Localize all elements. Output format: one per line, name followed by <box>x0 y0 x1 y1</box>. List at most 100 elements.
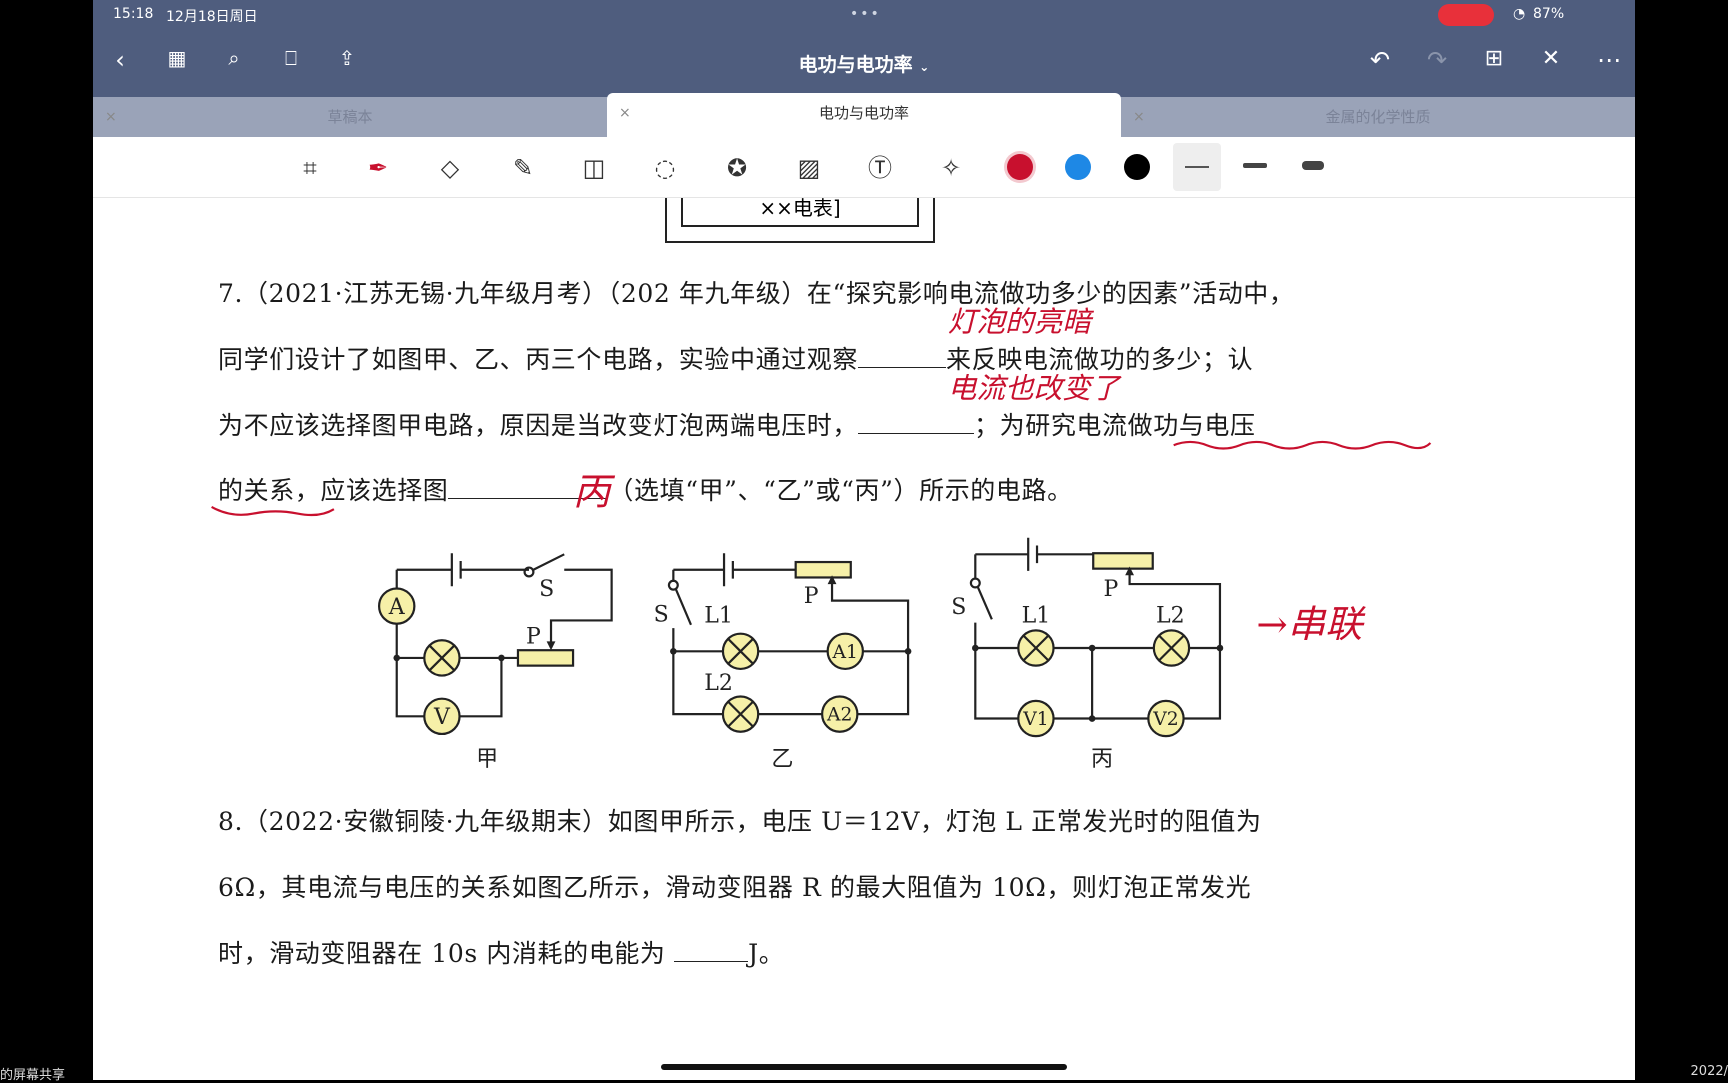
label-voltmeter: V <box>433 705 451 730</box>
add-page-icon[interactable]: ⊞ <box>1484 46 1504 71</box>
date-fragment: 2022/ <box>1690 1064 1728 1079</box>
status-time: 15:18 <box>113 6 154 22</box>
color-blue[interactable] <box>1065 154 1091 180</box>
circuit-jia <box>377 553 613 736</box>
search-icon[interactable]: ⌕ <box>228 46 240 70</box>
q7-line2: 同学们设计了如图甲、乙、丙三个电路，实验中通过观察来反映电流做功的多少；认 <box>218 340 1253 376</box>
image-icon[interactable]: ▨ <box>797 154 821 182</box>
multitask-dots[interactable]: ••• <box>850 6 881 22</box>
redo-icon[interactable]: ↷ <box>1426 46 1448 74</box>
laser-pointer-icon[interactable]: ✧ <box>940 154 962 182</box>
shapes-icon[interactable]: ◫ <box>582 154 606 182</box>
wifi-icon: ◔ <box>1513 6 1526 22</box>
collapse-icon[interactable]: ✕ <box>1541 46 1561 71</box>
tab-chemistry[interactable]: × 金属的化学性质 <box>1121 97 1635 137</box>
document-title[interactable]: 电功与电功率 ⌄ <box>93 50 1635 77</box>
label-l2: L2 <box>1156 604 1185 629</box>
tool-bar: ⌗ ✒ ◇ ✎ ◫ ◌ ✪ ▨ Ⓣ ✧ <box>93 137 1635 198</box>
handwritten-annotations: 灯泡的亮暗 电流也改变了 丙 →串联 <box>573 305 1366 646</box>
circuit-yi <box>667 553 910 733</box>
title-text: 电功与电功率 <box>798 54 913 76</box>
sticker-icon[interactable]: ✪ <box>726 154 748 182</box>
label-a1: A1 <box>832 642 858 663</box>
tab-scratch[interactable]: × 草稿本 <box>93 97 607 137</box>
undo-icon[interactable]: ↶ <box>1369 46 1391 74</box>
circuit-bing <box>969 537 1222 738</box>
eraser-icon[interactable]: ◇ <box>440 154 460 182</box>
text: 时，滑动变阻器在 10s 内消耗的电能为 <box>218 939 675 968</box>
q7-line1: 7.（2021·江苏无锡·九年级月考）（202 年九年级）在“探究影响电流做功多… <box>218 279 1295 308</box>
share-icon[interactable]: ⇪ <box>338 46 356 70</box>
grid-icon[interactable]: ▦ <box>167 46 187 70</box>
q7-line3: 为不应该选择图甲电路，原因是当改变灯泡两端电压时， ；为研究电流做功与电压 <box>218 406 1256 442</box>
chevron-down-icon: ⌄ <box>919 60 930 74</box>
document-page[interactable]: ××电表] 7.（2021·江苏无锡·九年级月考）（202 年九年级）在“探究影… <box>93 198 1635 1080</box>
zoom-handwriting-icon[interactable]: ⌗ <box>303 154 317 182</box>
lasso-icon[interactable]: ◌ <box>654 154 676 182</box>
label-slider: P <box>804 584 819 609</box>
label-slider: P <box>526 625 541 650</box>
q8-line1: 8.（2022·安徽铜陵·九年级期末）如图甲所示，电压 U＝12V，灯泡 L 正… <box>218 807 1262 836</box>
text: 为不应该选择图甲电路，原因是当改变灯泡两端电压时， <box>218 411 859 440</box>
label-switch: S <box>654 603 669 628</box>
annotation-series: →串联 <box>1256 602 1366 646</box>
caption-yi: 乙 <box>771 747 793 772</box>
answer-blank-4[interactable] <box>674 940 749 962</box>
app-window: 15:18 12月18日周日 ••• ◔ 87% ‹ ▦ ⌕ ⎕ ⇪ 电功与电功… <box>93 0 1635 1080</box>
text: ；为研究电流做功与电压 <box>974 411 1256 440</box>
annotation-current-changes: 电流也改变了 <box>948 371 1122 405</box>
stroke-thin[interactable] <box>1173 143 1221 191</box>
stroke-thick[interactable] <box>1302 161 1324 170</box>
tab-bar: × 草稿本 × 电功与电功率 × 金属的化学性质 <box>93 93 1635 137</box>
answer-blank-1[interactable] <box>858 346 947 368</box>
close-icon[interactable]: × <box>619 105 631 121</box>
label-l2: L2 <box>704 671 733 696</box>
highlighter-icon[interactable]: ✎ <box>512 154 534 182</box>
text-icon[interactable]: Ⓣ <box>868 154 892 182</box>
bookmark-icon[interactable]: ⎕ <box>285 46 297 70</box>
text: 的关系，应该选择图 <box>218 476 449 505</box>
pen-icon[interactable]: ✒ <box>367 154 389 182</box>
home-indicator[interactable] <box>661 1064 1067 1070</box>
status-date: 12月18日周日 <box>166 9 258 25</box>
circuit-labels: A V S P 甲 S L1 P A1 L2 A2 乙 S L1 P L2 V1… <box>388 577 1185 772</box>
label-l1: L1 <box>704 604 733 629</box>
answer-blank-3[interactable] <box>448 477 609 499</box>
text: （选填“甲”、“乙”或“丙”）所示的电路。 <box>608 476 1073 505</box>
screen-record-indicator <box>1438 4 1494 26</box>
label-a2: A2 <box>826 705 852 726</box>
color-black[interactable] <box>1124 154 1150 180</box>
answer-blank-2[interactable] <box>858 412 975 434</box>
caption-bing: 丙 <box>1091 747 1113 772</box>
annotation-brightness: 灯泡的亮暗 <box>948 305 1095 339</box>
battery-level: 87% <box>1533 6 1565 22</box>
fragment-text: ××电表] <box>681 198 919 227</box>
tab-label: 草稿本 <box>327 108 373 126</box>
screen-share-label: 的屏幕共享 <box>0 1068 66 1083</box>
caption-jia: 甲 <box>476 747 498 772</box>
close-icon[interactable]: × <box>105 109 117 125</box>
tab-current[interactable]: × 电功与电功率 <box>607 93 1121 137</box>
text: 来反映电流做功的多少；认 <box>946 345 1254 374</box>
color-red[interactable] <box>1007 154 1033 180</box>
stroke-medium[interactable] <box>1243 163 1267 168</box>
wavy-underlines <box>211 440 1432 517</box>
q8-line3: 时，滑动变阻器在 10s 内消耗的电能为 J。 <box>218 934 784 970</box>
junction-dots <box>393 566 1224 722</box>
meter-figure-fragment: ××电表] <box>665 198 935 243</box>
back-icon[interactable]: ‹ <box>115 46 125 74</box>
tab-label: 金属的化学性质 <box>1325 108 1431 126</box>
more-icon[interactable]: ⋯ <box>1597 46 1621 74</box>
q8-line2: 6Ω，其电流与电压的关系如图乙所示，滑动变阻器 R 的最大阻值为 10Ω，则灯泡… <box>218 873 1252 902</box>
tab-label: 电功与电功率 <box>818 104 909 122</box>
label-ammeter: A <box>388 595 406 620</box>
label-slider: P <box>1103 577 1118 602</box>
nav-bar: 15:18 12月18日周日 ••• ◔ 87% ‹ ▦ ⌕ ⎕ ⇪ 电功与电功… <box>93 0 1635 97</box>
label-v2: V2 <box>1152 709 1178 730</box>
q7-line4: 的关系，应该选择图 （选填“甲”、“乙”或“丙”）所示的电路。 <box>218 471 1073 507</box>
close-icon[interactable]: × <box>1133 109 1145 125</box>
label-l1: L1 <box>1022 604 1051 629</box>
label-switch: S <box>539 577 554 602</box>
text: J。 <box>748 939 785 968</box>
label-switch: S <box>951 595 966 620</box>
